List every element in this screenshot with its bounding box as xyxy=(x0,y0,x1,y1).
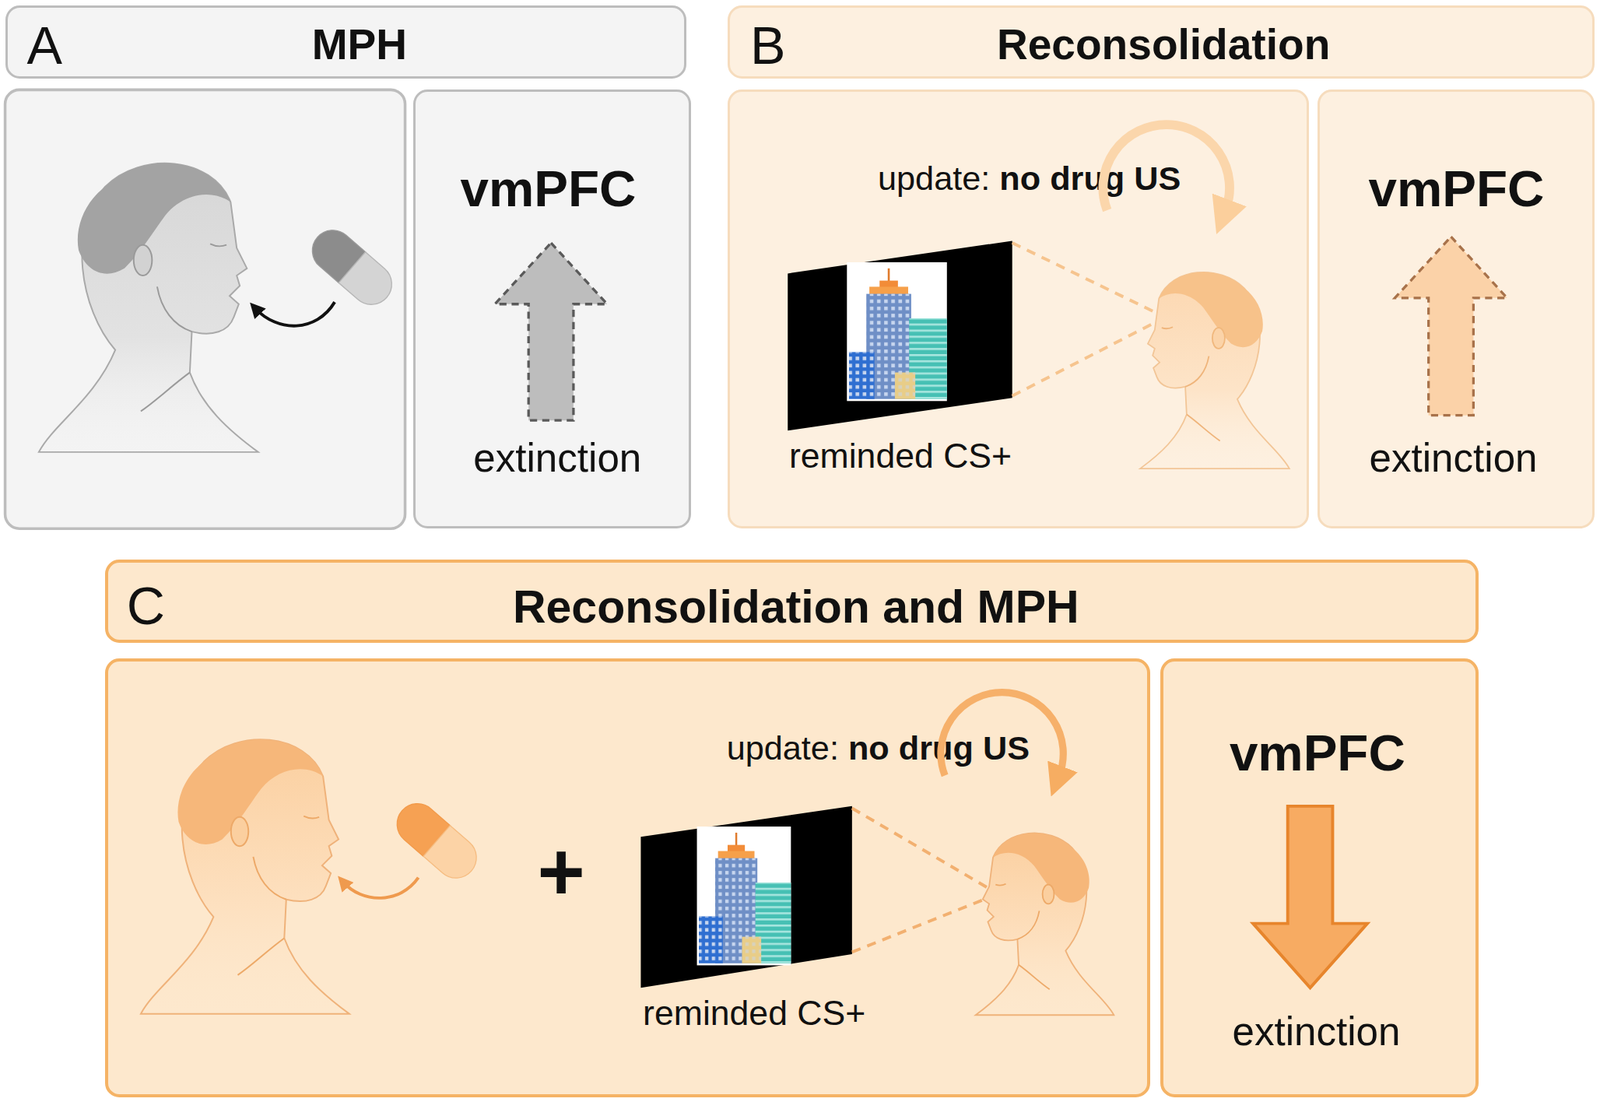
result-box: vmPFC extinction xyxy=(1317,89,1596,529)
text-part: update: xyxy=(726,729,839,768)
region-label: vmPFC xyxy=(460,163,637,215)
panel-title: Reconsolidation and MPH xyxy=(512,584,1080,631)
stimulus-label: reminded CS+ xyxy=(642,996,866,1032)
effect-label: extinction xyxy=(1232,1011,1401,1052)
intake-arrow xyxy=(255,301,335,327)
region-label: vmPFC xyxy=(1229,727,1406,779)
region-label: vmPFC xyxy=(1368,163,1545,215)
panel-frame xyxy=(5,89,406,529)
effect-label: extinction xyxy=(473,438,642,479)
head-ear xyxy=(133,245,153,276)
pill-half xyxy=(304,221,366,283)
pill-half xyxy=(338,252,400,313)
stimulus-label: reminded CS+ xyxy=(789,438,1012,474)
panel-title: MPH xyxy=(312,24,408,67)
text-part-bold: no drug US xyxy=(989,159,1181,197)
effect-label: extinction xyxy=(1369,438,1538,479)
procedure-box: + update: no drug US reminded CS+ xyxy=(105,658,1151,1098)
panel-letter: A xyxy=(26,18,62,72)
panel-header: B Reconsolidation xyxy=(727,5,1596,79)
plus-sign: + xyxy=(537,830,586,913)
pill-icon xyxy=(304,221,400,313)
head-lines xyxy=(140,243,227,411)
result-box: vmPFC extinction xyxy=(1160,658,1479,1098)
text-part-bold: no drug US xyxy=(838,729,1030,768)
result-box: vmPFC extinction xyxy=(413,89,692,529)
update-label: update: no drug US xyxy=(877,161,1181,196)
update-label: update: no drug US xyxy=(726,732,1030,766)
panel-letter: B xyxy=(750,18,786,72)
head-face xyxy=(38,163,259,453)
head-illustration xyxy=(38,163,259,453)
panel-title: Reconsolidation xyxy=(996,24,1330,67)
head-hair xyxy=(77,163,232,274)
procedure-box: update: no drug US reminded CS+ xyxy=(727,89,1309,529)
panel-header: A MPH xyxy=(5,5,688,79)
panel-header: C Reconsolidation and MPH xyxy=(105,559,1479,644)
text-part: update: xyxy=(877,159,990,197)
panel-letter: C xyxy=(126,578,165,632)
